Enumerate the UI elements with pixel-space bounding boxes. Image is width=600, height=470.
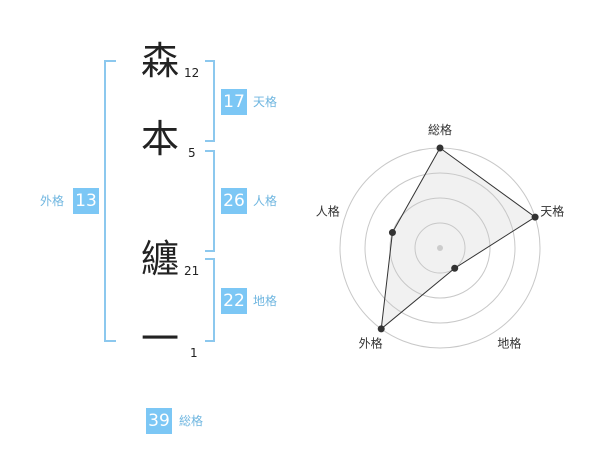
radar-point-1: [531, 213, 539, 221]
radar-point-4: [388, 229, 396, 237]
radar-axis-label-1: 天格: [540, 204, 564, 219]
radar-polygon: [380, 147, 536, 331]
tenkaku-badge: 17: [221, 89, 247, 115]
name-char-1: 森: [141, 39, 180, 83]
jinkaku-label: 人格: [253, 194, 278, 208]
stroke-count-1: 12: [184, 66, 200, 80]
gaikaku-bracket: [104, 60, 116, 342]
name-char-4: 一: [141, 317, 180, 361]
radar-point-3: [377, 325, 385, 333]
gaikaku-label: 外格: [40, 194, 65, 208]
gaikaku-badge: 13: [73, 188, 99, 214]
radar-ring-1: [414, 222, 466, 274]
soukaku-badge: 39: [146, 408, 172, 434]
name-char-3: 纏: [141, 237, 180, 281]
stroke-count-2: 5: [188, 146, 196, 160]
jinkaku-bracket: [205, 150, 215, 252]
stroke-count-4: 1: [190, 346, 198, 360]
radar-points: [377, 144, 539, 333]
radar-point-0: [436, 144, 444, 152]
tenkaku-bracket: [205, 60, 215, 142]
chikaku-badge: 22: [221, 288, 247, 314]
tenkaku-label: 天格: [253, 95, 278, 109]
radar-ring-3: [364, 172, 516, 324]
chikaku-label: 地格: [253, 294, 278, 308]
jinkaku-badge: 26: [221, 188, 247, 214]
radar-axis-label-4: 人格: [316, 204, 340, 219]
radar-ring-2: [389, 197, 491, 299]
chikaku-bracket: [205, 258, 215, 342]
radar-center-dot: [437, 245, 443, 251]
radar-axis-label-2: 地格: [497, 335, 521, 350]
radar-axis-label-0: 総格: [428, 122, 452, 137]
stroke-count-3: 21: [184, 264, 200, 278]
radar-axis-label-3: 外格: [359, 335, 383, 350]
name-char-2: 本: [141, 117, 180, 161]
soukaku-label: 総格: [179, 414, 204, 428]
radar-point-2: [451, 264, 459, 272]
